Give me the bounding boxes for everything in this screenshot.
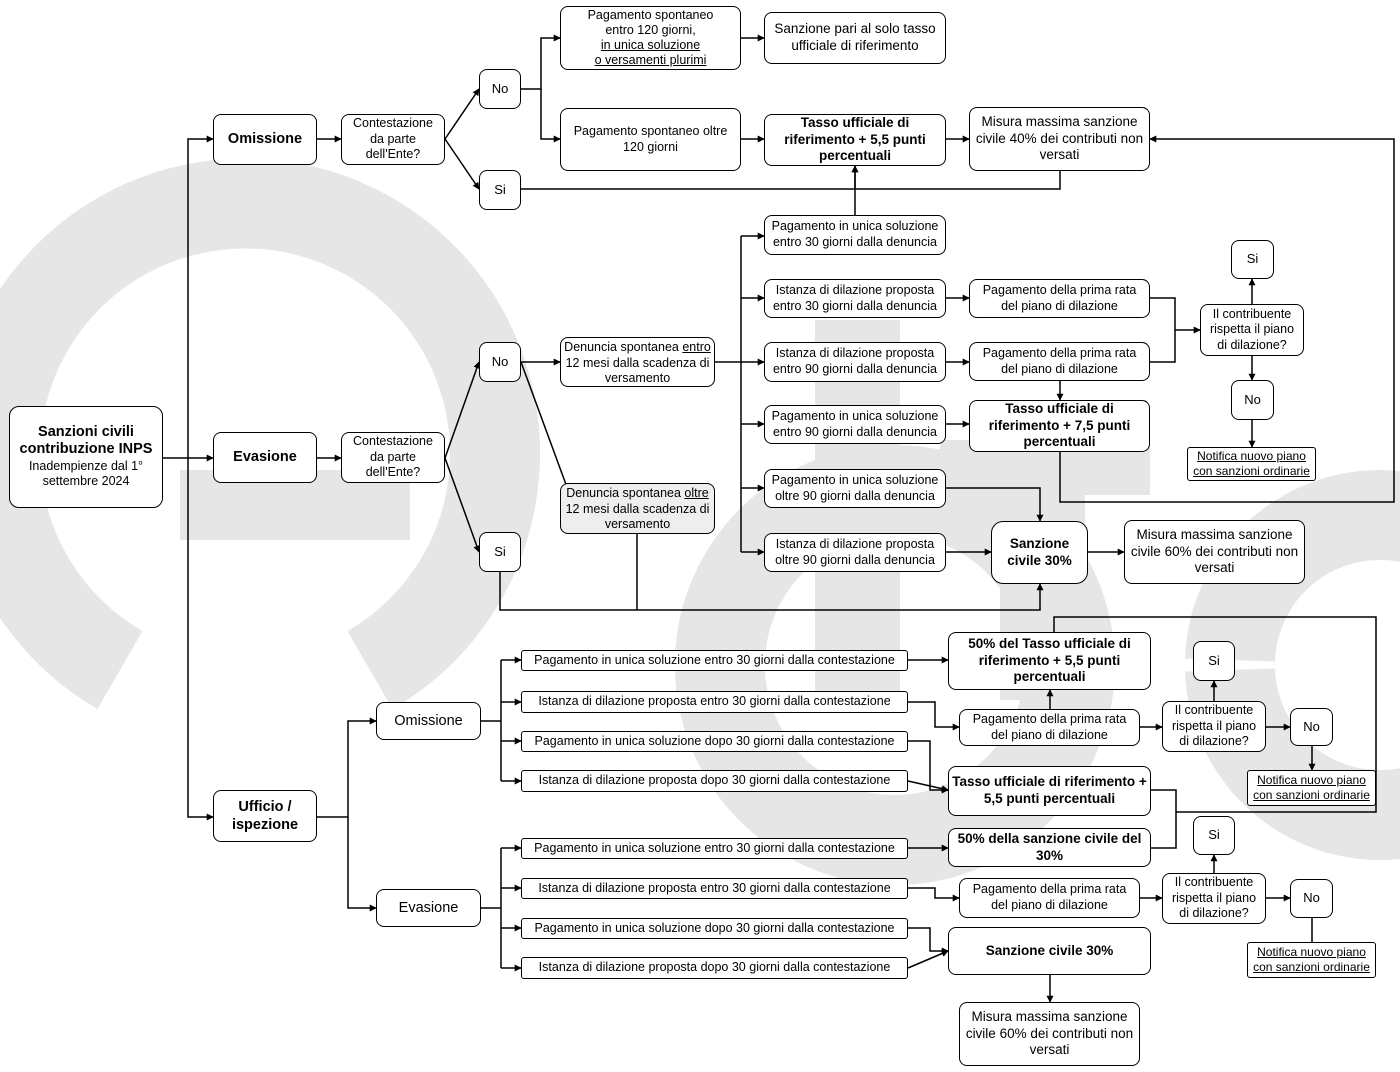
denuncia-entro-text-u: entro [682, 340, 711, 354]
cinquanta-tasso-node: 50% del Tasso ufficiale di riferimento +… [948, 632, 1151, 690]
ufficio-omissione-opt4-node: Istanza di dilazione proposta dopo 30 gi… [521, 770, 908, 792]
si-omissione-node: Si [479, 170, 521, 210]
si-rispetta-ufficio-evasione-node: Si [1193, 816, 1235, 855]
evasione-opt1-node: Pagamento in unica soluzione entro 30 gi… [764, 215, 946, 255]
pag120-line4: o versamenti plurimi [594, 53, 707, 67]
notifica-ufficio-evasione-line2: con sanzioni ordinarie [1253, 960, 1370, 974]
tasso-55-ufficio-node: Tasso ufficiale di riferimento + 5,5 pun… [948, 766, 1151, 816]
no-omissione-node: No [479, 69, 521, 109]
prima-rata-ufficio-evasione-node: Pagamento della prima rata del piano di … [959, 878, 1140, 918]
rispetta-piano-omissione-node: Il contribuente rispetta il piano di dil… [1162, 701, 1266, 752]
evasione-opt2-node: Istanza di dilazione proposta entro 30 g… [764, 279, 946, 318]
denuncia-oltre-text-u: oltre [684, 486, 709, 500]
ufficio-omissione-opt2-node: Istanza di dilazione proposta entro 30 g… [521, 691, 908, 713]
ufficio-evasione-opt4-node: Istanza di dilazione proposta dopo 30 gi… [521, 957, 908, 979]
sanzione-30-ufficio-node: Sanzione civile 30% [948, 927, 1151, 975]
evasione-opt6-node: Istanza di dilazione proposta oltre 90 g… [764, 533, 946, 572]
prima-rata-30-node: Pagamento della prima rata del piano di … [969, 279, 1150, 318]
ufficio-omissione-opt1-node: Pagamento in unica soluzione entro 30 gi… [521, 650, 908, 671]
si-rispetta-evasione-node: Si [1231, 240, 1274, 279]
pag120-line1: Pagamento spontaneo [587, 8, 714, 22]
root-title: Sanzioni civili contribuzione INPS [19, 423, 153, 458]
ufficio-ispezione-node: Ufficio / ispezione [213, 790, 317, 842]
pagamento-oltre-120-node: Pagamento spontaneo oltre 120 giorni [560, 108, 741, 171]
notifica-omissione-line2: con sanzioni ordinarie [1253, 788, 1370, 802]
notifica-evasione-line1: Notifica nuovo piano [1197, 449, 1306, 463]
evasione-opt4-node: Pagamento in unica soluzione entro 90 gi… [764, 405, 946, 444]
pag120-line2: entro 120 giorni, [605, 23, 696, 37]
denuncia-entro-text-b: 12 mesi dalla scadenza di versamento [565, 355, 710, 386]
sanzione-solo-tasso-node: Sanzione pari al solo tasso ufficiale di… [764, 12, 946, 64]
notifica-evasione-line2: con sanzioni ordinarie [1193, 464, 1310, 478]
sanzione-30-evasione-node: Sanzione civile 30% [991, 521, 1088, 584]
notifica-omissione-node: Notifica nuovo piano con sanzioni ordina… [1247, 770, 1376, 806]
pagamento-entro-120-node: Pagamento spontaneo entro 120 giorni, in… [560, 6, 741, 70]
si-evasione-node: Si [479, 532, 521, 572]
no-rispetta-ufficio-evasione-node: No [1290, 879, 1333, 918]
notifica-evasione-node: Notifica nuovo piano con sanzioni ordina… [1187, 447, 1316, 481]
denuncia-entro-text-a: Denuncia spontanea [564, 340, 683, 354]
notifica-ufficio-evasione-node: Notifica nuovo piano con sanzioni ordina… [1247, 942, 1376, 978]
ufficio-evasione-opt1-node: Pagamento in unica soluzione entro 30 gi… [521, 838, 908, 859]
evasione-node: Evasione [213, 432, 317, 483]
denuncia-oltre-text-b: 12 mesi dalla scadenza di versamento [565, 501, 710, 532]
tasso-55-node: Tasso ufficiale di riferimento + 5,5 pun… [764, 114, 946, 166]
ufficio-evasione-opt3-node: Pagamento in unica soluzione dopo 30 gio… [521, 918, 908, 939]
ufficio-evasione-opt2-node: Istanza di dilazione proposta entro 30 g… [521, 878, 908, 899]
prima-rata-90-node: Pagamento della prima rata del piano di … [969, 342, 1150, 381]
rispetta-piano-ufficio-evasione-node: Il contribuente rispetta il piano di dil… [1162, 873, 1266, 924]
prima-rata-ufficio-omissione-node: Pagamento della prima rata del piano di … [959, 709, 1140, 746]
no-evasione-node: No [479, 342, 521, 382]
contestazione-evasione-node: Contestazione da parte dell'Ente? [341, 432, 445, 483]
notifica-omissione-line1: Notifica nuovo piano [1257, 773, 1366, 787]
si-rispetta-omissione-node: Si [1193, 641, 1235, 681]
evasione-opt5-node: Pagamento in unica soluzione oltre 90 gi… [764, 469, 946, 508]
tasso-75-node: Tasso ufficiale di riferimento + 7,5 pun… [969, 400, 1150, 452]
omissione-node: Omissione [213, 114, 317, 165]
contestazione-omissione-node: Contestazione da parte dell'Ente? [341, 114, 445, 165]
cinquanta-sanzione-node: 50% della sanzione civile del 30% [948, 828, 1151, 867]
misura-60-evasione-node: Misura massima sanzione civile 60% dei c… [1124, 520, 1305, 584]
ufficio-omissione-node: Omissione [376, 702, 481, 740]
no-rispetta-evasione-node: No [1231, 380, 1274, 420]
denuncia-oltre-node: Denuncia spontanea oltre 12 mesi dalla s… [560, 483, 715, 534]
rispetta-piano-evasione-node: Il contribuente rispetta il piano di dil… [1200, 304, 1304, 356]
no-rispetta-omissione-node: No [1290, 708, 1333, 746]
denuncia-oltre-text-a: Denuncia spontanea [566, 486, 685, 500]
evasione-opt3-node: Istanza di dilazione proposta entro 90 g… [764, 342, 946, 382]
misura-60-ufficio-node: Misura massima sanzione civile 60% dei c… [959, 1002, 1140, 1066]
ufficio-omissione-opt3-node: Pagamento in unica soluzione dopo 30 gio… [521, 731, 908, 752]
misura-40-node: Misura massima sanzione civile 40% dei c… [969, 107, 1150, 171]
ufficio-evasione-node: Evasione [376, 889, 481, 927]
root-subtitle: Inadempienze dal 1° settembre 2024 [28, 458, 144, 489]
notifica-ufficio-evasione-line1: Notifica nuovo piano [1257, 945, 1366, 959]
root-node: Sanzioni civili contribuzione INPS Inade… [9, 406, 163, 508]
pag120-line3: in unica soluzione [600, 38, 701, 52]
denuncia-entro-node: Denuncia spontanea entro 12 mesi dalla s… [560, 337, 715, 387]
